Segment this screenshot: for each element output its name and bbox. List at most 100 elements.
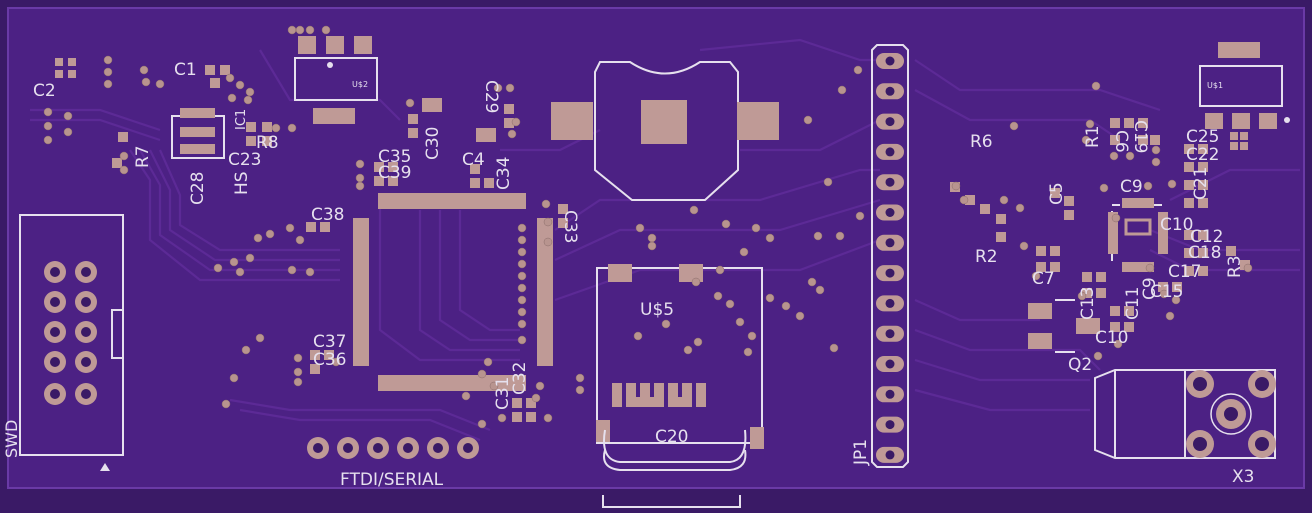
smd-pad (512, 398, 522, 408)
smd-pad (1240, 132, 1248, 140)
label-ftdi: FTDI/SERIAL (340, 470, 444, 490)
via (483, 357, 493, 367)
via (721, 219, 731, 229)
label-c2: C2 (33, 81, 56, 101)
via (747, 331, 757, 341)
via (689, 205, 699, 215)
via (691, 277, 701, 287)
smd-pad (980, 204, 990, 214)
smd-pad (388, 176, 398, 186)
smd-pad (558, 204, 568, 214)
smd-pad (68, 58, 76, 66)
sd-contact (654, 383, 664, 407)
sd-contact (668, 383, 678, 407)
jp1-pin-hole (885, 450, 895, 460)
via (1091, 81, 1101, 91)
label-c11: C11 (1123, 286, 1143, 320)
via (823, 177, 833, 187)
via (235, 80, 245, 90)
smd-pad (1096, 288, 1106, 298)
label-c31: C31 (493, 376, 513, 410)
swd-pin-hole (50, 267, 60, 277)
smd-pad (374, 162, 384, 172)
via (155, 79, 165, 89)
smd-pad (1124, 322, 1134, 332)
smd-pad (1082, 288, 1092, 298)
via (1145, 263, 1155, 273)
smd-pad (210, 78, 220, 88)
swd-pin-hole (81, 327, 91, 337)
swd-pin-hole (81, 297, 91, 307)
smd-pad (1082, 272, 1092, 282)
via (683, 345, 693, 355)
swd-pin-hole (50, 389, 60, 399)
via (507, 129, 517, 139)
via (1031, 271, 1041, 281)
via (1093, 351, 1103, 361)
via (517, 295, 527, 305)
smd-pad (526, 412, 536, 422)
smd-pad (68, 70, 76, 78)
via (743, 347, 753, 357)
smd-pad (374, 176, 384, 186)
via (633, 331, 643, 341)
jp1-pin-hole (885, 268, 895, 278)
via (517, 335, 527, 345)
smd-pad (1124, 118, 1134, 128)
label-c19: C19 (1130, 120, 1150, 154)
label-c9b: C9 (1140, 277, 1160, 300)
smd-pad (1110, 306, 1120, 316)
via (505, 83, 515, 93)
via (1167, 179, 1177, 189)
via (535, 381, 545, 391)
via (119, 165, 129, 175)
smd-pad (1198, 144, 1208, 154)
label-c4: C4 (462, 150, 485, 170)
sd-contact (696, 383, 706, 407)
ic-left (171, 108, 225, 159)
smd-pad (646, 397, 656, 407)
via (287, 265, 297, 275)
ftdi-pin-hole (433, 443, 443, 453)
label-c34: C34 (494, 156, 514, 190)
designators: C2 C1 C23 R8 C28 HS R7 C35 C39 C30 C29 C… (33, 60, 1245, 410)
swd-pin-hole (81, 389, 91, 399)
smd-pad (1138, 118, 1148, 128)
via (253, 233, 263, 243)
via (543, 237, 553, 247)
smd-pad (1158, 282, 1168, 292)
via (813, 231, 823, 241)
via (517, 307, 527, 317)
label-swd: SWD (2, 420, 21, 458)
via (517, 247, 527, 257)
smd-pad (422, 98, 442, 112)
label-c15: C15 (1150, 282, 1184, 302)
smd-pad (1198, 266, 1208, 276)
label-us2: U$2 (352, 80, 368, 89)
swd-pin-hole (50, 297, 60, 307)
via (1171, 295, 1181, 305)
label-c38: C38 (311, 205, 345, 225)
smd-pad (676, 397, 686, 407)
via (541, 199, 551, 209)
via (635, 223, 645, 233)
via (751, 223, 761, 233)
via (807, 277, 817, 287)
ftdi-pin-hole (403, 443, 413, 453)
via (1081, 135, 1091, 145)
jp1-header (876, 53, 904, 463)
via (1125, 151, 1135, 161)
transistor-q2 (1028, 299, 1100, 353)
label-c23: C23 (228, 150, 262, 170)
via (1151, 157, 1161, 167)
smd-pad (1184, 230, 1194, 240)
via (255, 333, 265, 343)
smd-pad (526, 398, 536, 408)
smd-pad (262, 122, 272, 132)
via (1019, 241, 1029, 251)
via (1113, 339, 1123, 349)
smd-pad (1198, 198, 1208, 208)
smd-pad (476, 128, 496, 142)
smd-pad (205, 65, 215, 75)
via (517, 319, 527, 329)
